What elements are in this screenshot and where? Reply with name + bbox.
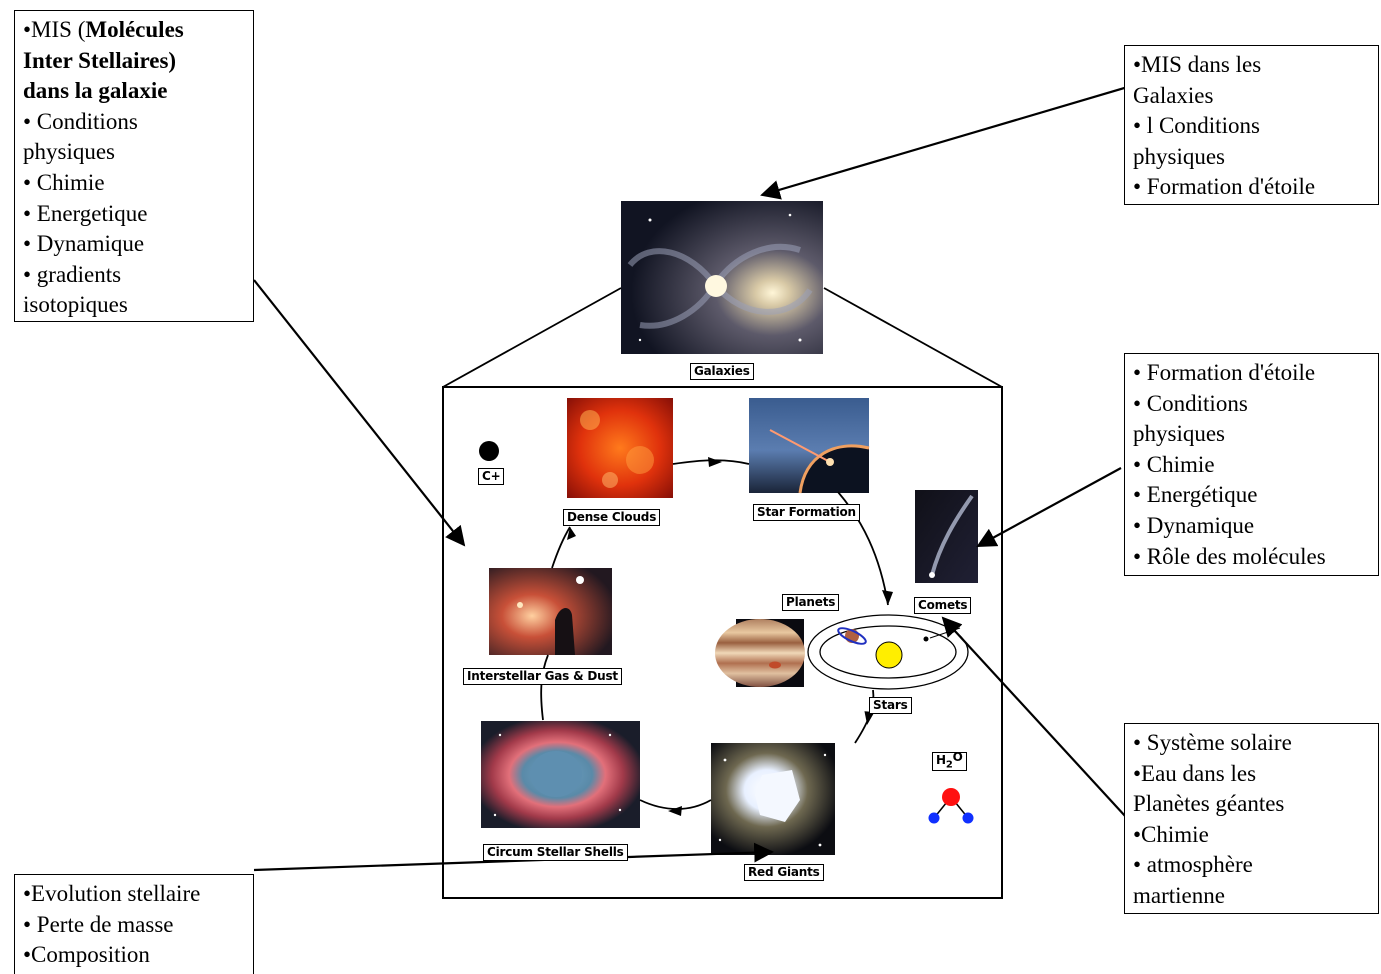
box-line: • Chimie bbox=[1133, 451, 1215, 477]
galaxy-photo bbox=[621, 201, 823, 354]
box-line: • gradients bbox=[23, 261, 122, 287]
jupiter-photo bbox=[715, 619, 805, 687]
box-line: •Chimie bbox=[1133, 821, 1209, 847]
cycle-arrows bbox=[540, 457, 893, 816]
label-galaxies: Galaxies bbox=[690, 363, 754, 380]
label-c-plus: C+ bbox=[478, 468, 505, 485]
dense-clouds-photo bbox=[567, 398, 673, 498]
c-plus-atom bbox=[479, 441, 499, 461]
box-line: • Formation d'étoile bbox=[1133, 174, 1316, 200]
box-line: •MIS (Molécules bbox=[23, 17, 184, 42]
box-mis-galaxie: •MIS (Molécules Inter Stellaires) dans l… bbox=[14, 10, 254, 322]
box-line: • Energétique bbox=[1133, 482, 1258, 508]
box-line: • Dynamique bbox=[23, 231, 145, 257]
label-star-formation: Star Formation bbox=[753, 504, 860, 521]
label-h2o: H2O bbox=[932, 750, 967, 771]
box-line: physiques bbox=[1133, 421, 1225, 447]
interstellar-photo bbox=[489, 568, 612, 655]
box-line: • l Conditions bbox=[1133, 113, 1260, 139]
box-line: • Perte de masse bbox=[23, 911, 174, 937]
box-line: •Eau dans les bbox=[1133, 760, 1257, 786]
box-evolution-stellaire: •Evolution stellaire • Perte de masse •C… bbox=[14, 874, 254, 974]
box-line: •Composition bbox=[23, 942, 150, 968]
label-interstellar: Interstellar Gas & Dust bbox=[463, 668, 622, 685]
cycle-frame bbox=[442, 386, 1003, 899]
label-dense-clouds: Dense Clouds bbox=[563, 509, 661, 526]
box-line: dans la galaxie bbox=[23, 78, 168, 104]
pointer-arrows bbox=[253, 74, 1166, 872]
box-line: • Système solaire bbox=[1133, 730, 1292, 755]
box-line: physiques bbox=[1133, 143, 1225, 169]
star-formation-photo bbox=[749, 398, 870, 494]
box-line: martienne bbox=[1133, 882, 1225, 908]
box-line: Galaxies bbox=[1133, 82, 1214, 108]
label-stars: Stars bbox=[869, 697, 912, 714]
helix-photo bbox=[481, 721, 640, 828]
box-line: Inter Stellaires) bbox=[23, 47, 177, 73]
water-molecule bbox=[928, 788, 974, 824]
box-line: • Formation d'étoile bbox=[1133, 360, 1316, 385]
box-mis-galaxies: •MIS dans les Galaxies • l Conditions ph… bbox=[1124, 45, 1379, 205]
label-planets: Planets bbox=[782, 594, 840, 611]
label-red-giants: Red Giants bbox=[744, 864, 824, 881]
box-line: • Chimie bbox=[23, 169, 105, 195]
box-line: • Dynamique bbox=[1133, 512, 1255, 538]
comet-photo bbox=[915, 490, 978, 583]
box-line: isotopiques bbox=[23, 292, 128, 318]
box-systeme-solaire: • Système solaire •Eau dans les Planètes… bbox=[1124, 723, 1379, 914]
box-line: physiques bbox=[23, 139, 115, 165]
label-circum-stellar-shells: Circum Stellar Shells bbox=[483, 844, 628, 861]
box-line: •MIS dans les bbox=[1133, 52, 1262, 77]
box-line: • Energetique bbox=[23, 200, 148, 226]
box-formation-etoile: • Formation d'étoile • Conditions physiq… bbox=[1124, 353, 1379, 576]
box-line: •Evolution stellaire bbox=[23, 881, 201, 906]
box-line: Planètes géantes bbox=[1133, 791, 1285, 817]
box-line: • Rôle des molécules bbox=[1133, 543, 1326, 569]
box-line: • atmosphère bbox=[1133, 852, 1253, 878]
label-comets: Comets bbox=[914, 597, 972, 614]
box-line: • Conditions bbox=[23, 108, 138, 134]
solar-system bbox=[807, 614, 969, 690]
box-line: • Conditions bbox=[1133, 390, 1248, 416]
red-giant-photo bbox=[711, 743, 835, 855]
